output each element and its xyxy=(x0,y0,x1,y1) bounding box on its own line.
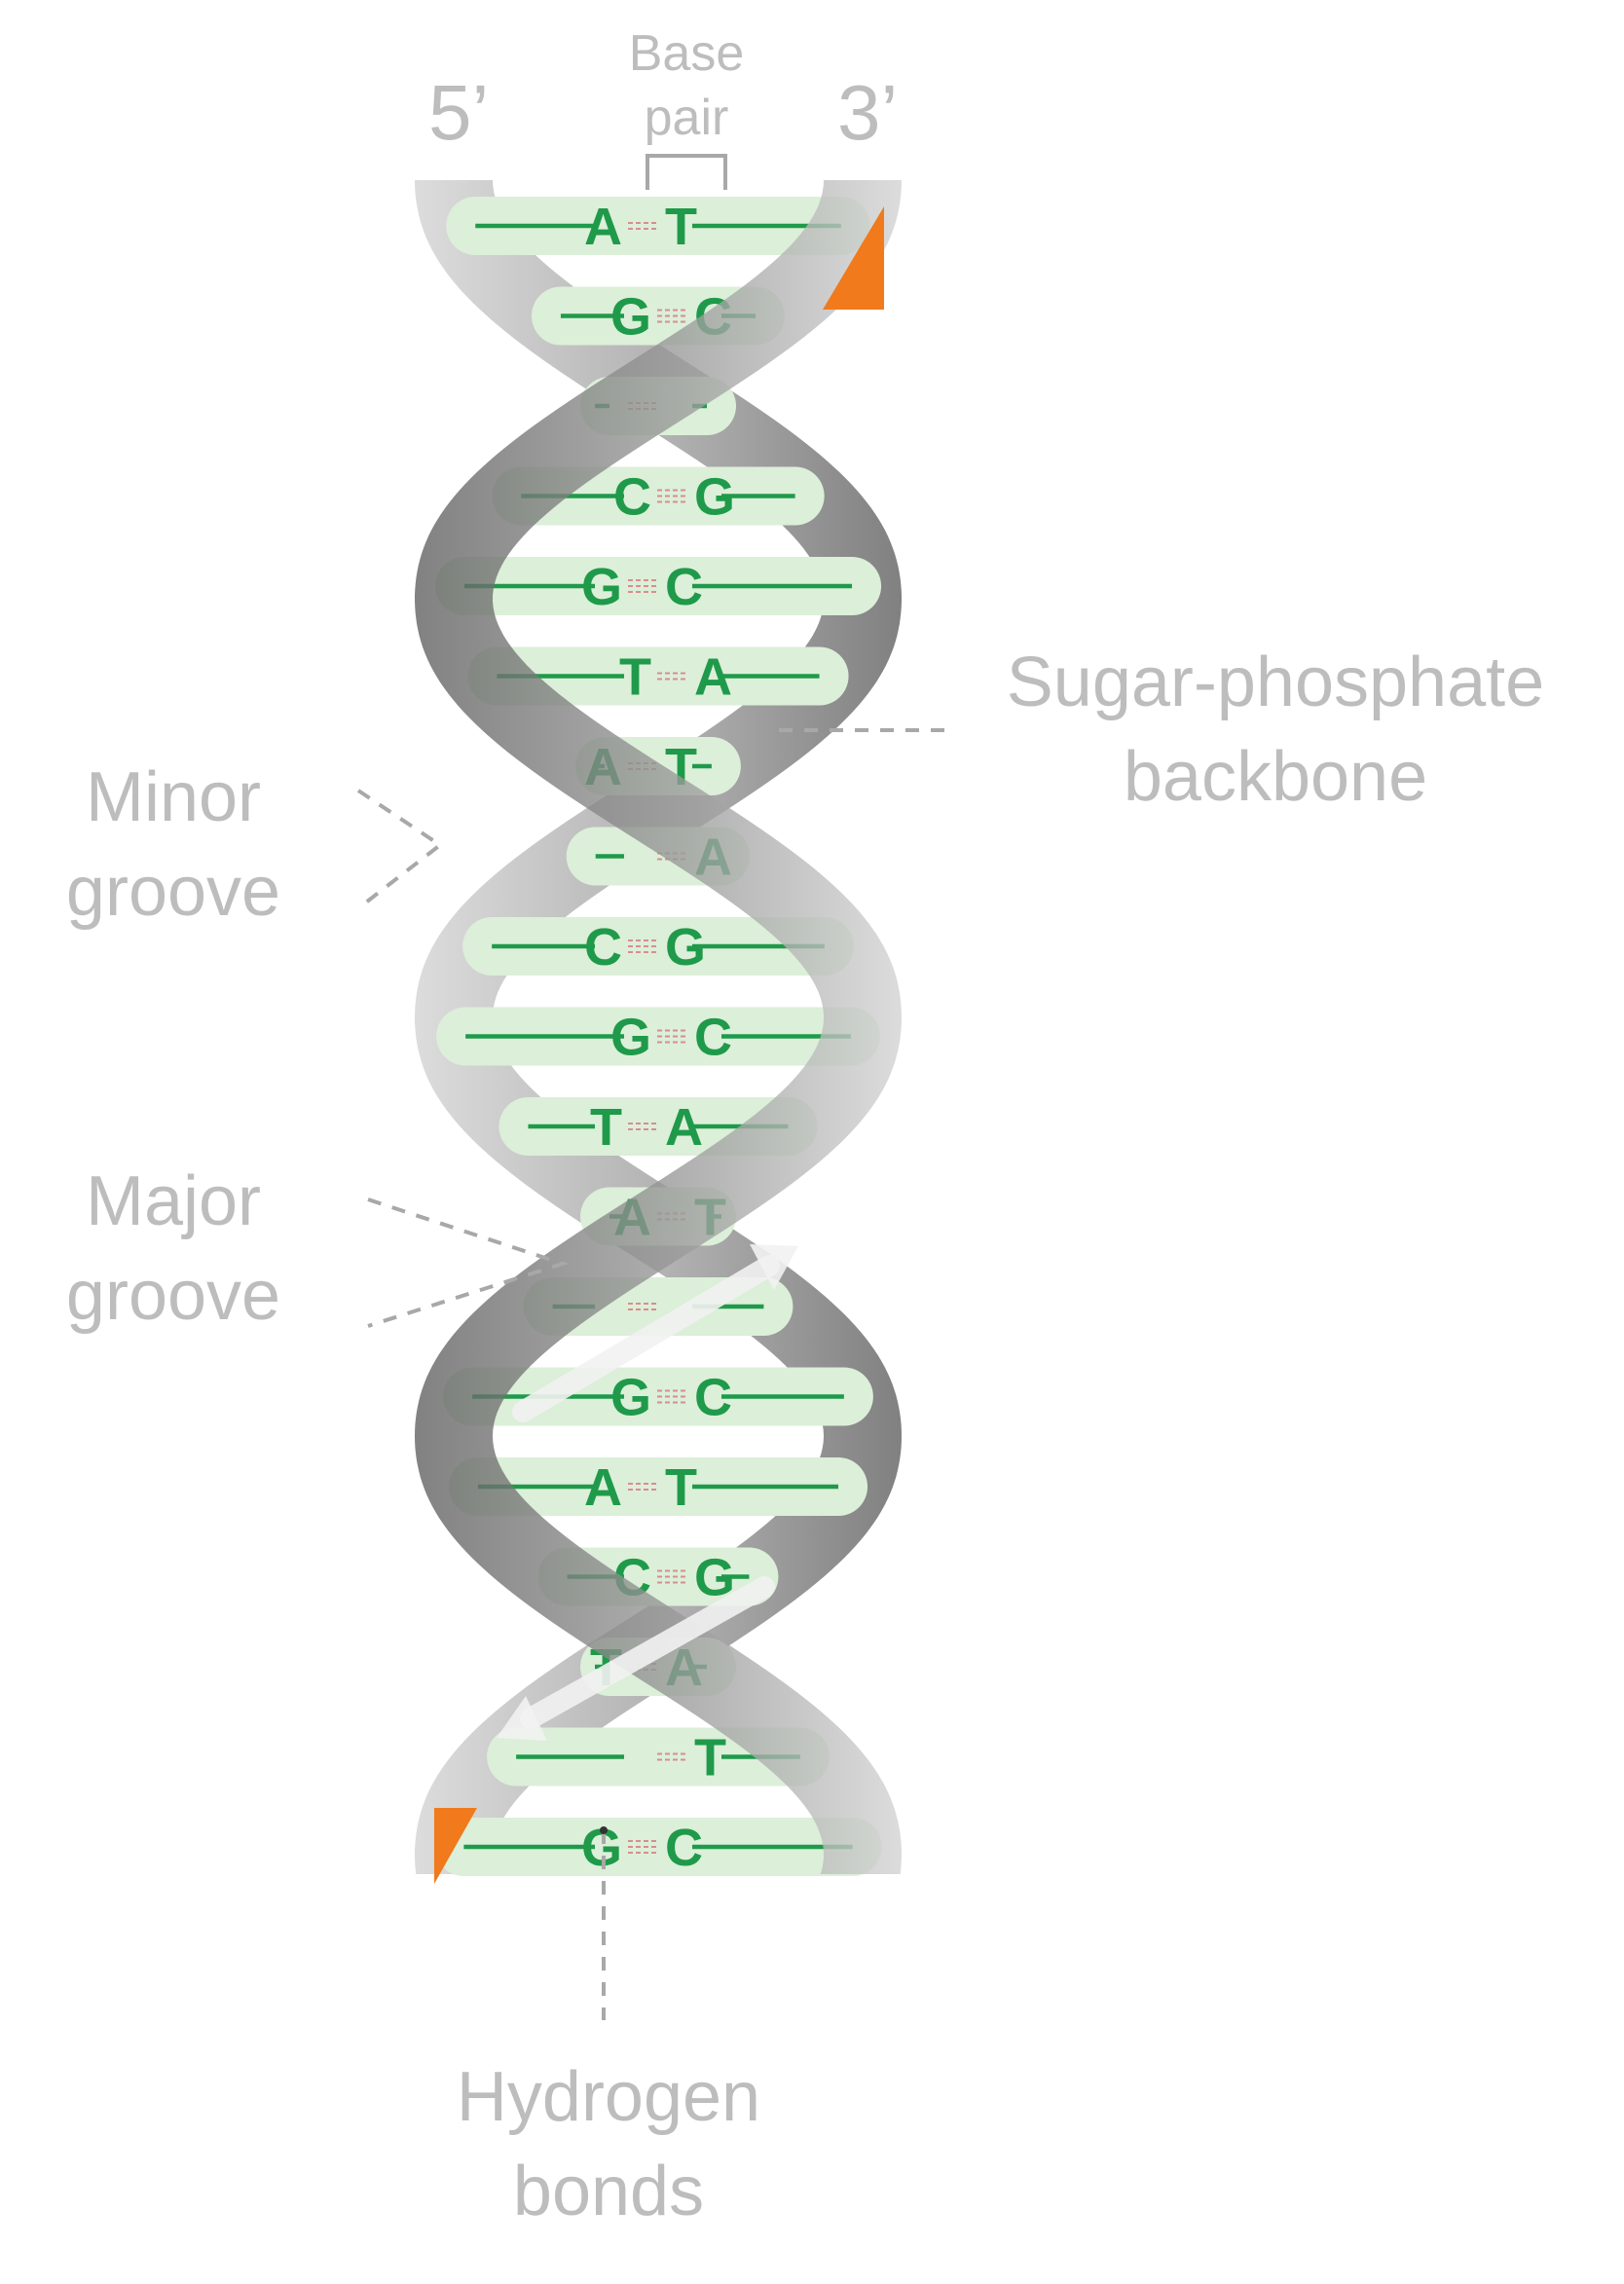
base-right: C xyxy=(665,558,703,616)
base-right: C xyxy=(694,1009,732,1067)
hydrogen-bonds-label-line2: bonds xyxy=(513,2153,704,2230)
hydrogen-bonds-label-line1: Hydrogen xyxy=(457,2058,760,2136)
base-left: G xyxy=(610,288,651,347)
base-left: C xyxy=(584,918,622,976)
base-right: T xyxy=(694,1729,726,1787)
sugar-backbone-label-line1: Sugar-phosphate xyxy=(1007,644,1544,721)
base-left: A xyxy=(584,198,622,256)
base-left: G xyxy=(610,1009,651,1067)
base-right: T xyxy=(665,1458,697,1517)
direction-arrow-up xyxy=(512,1244,798,1422)
direction-arrow-down xyxy=(497,1576,775,1741)
base-pair-background xyxy=(434,557,882,615)
major-groove-label-line2: groove xyxy=(66,1257,280,1335)
base-pair-label-line2: pair xyxy=(645,90,729,146)
base-left: G xyxy=(581,558,622,616)
hydrogen-bonds-pointer-dot xyxy=(600,1826,608,1834)
major-groove-label-line1: Major xyxy=(86,1162,261,1240)
base-pair-background xyxy=(434,1818,882,1876)
base-right: G xyxy=(694,468,735,527)
base-right: C xyxy=(665,1819,703,1877)
base-left: A xyxy=(584,1458,622,1517)
base-pair-bracket xyxy=(646,154,727,190)
end-cap-top-right xyxy=(823,206,884,310)
base-right: A xyxy=(665,1098,703,1157)
minor-groove-label-line1: Minor xyxy=(86,758,261,836)
minor-groove-pointer xyxy=(356,789,444,910)
end-cap-bottom-left xyxy=(434,1808,477,1884)
base-pair-background xyxy=(467,646,849,706)
base-left: T xyxy=(619,648,651,707)
base-left: G xyxy=(610,1369,651,1427)
base-right: T xyxy=(665,198,697,256)
base-right: G xyxy=(665,918,706,976)
base-pair-background xyxy=(448,1457,868,1516)
base-pair-label-line1: Base xyxy=(629,25,745,82)
five-prime-label: 5’ xyxy=(428,69,489,156)
base-left: T xyxy=(590,1098,622,1157)
base-right: A xyxy=(694,648,732,707)
sugar-backbone-label-line2: backbone xyxy=(1124,738,1427,816)
base-right: C xyxy=(694,1369,732,1427)
major-groove-pointer xyxy=(367,1197,570,1328)
base-left: C xyxy=(613,468,651,527)
three-prime-label: 3’ xyxy=(837,69,898,156)
base-pair-background xyxy=(446,197,870,255)
minor-groove-label-line2: groove xyxy=(66,853,280,931)
base-pair-background xyxy=(462,917,854,976)
